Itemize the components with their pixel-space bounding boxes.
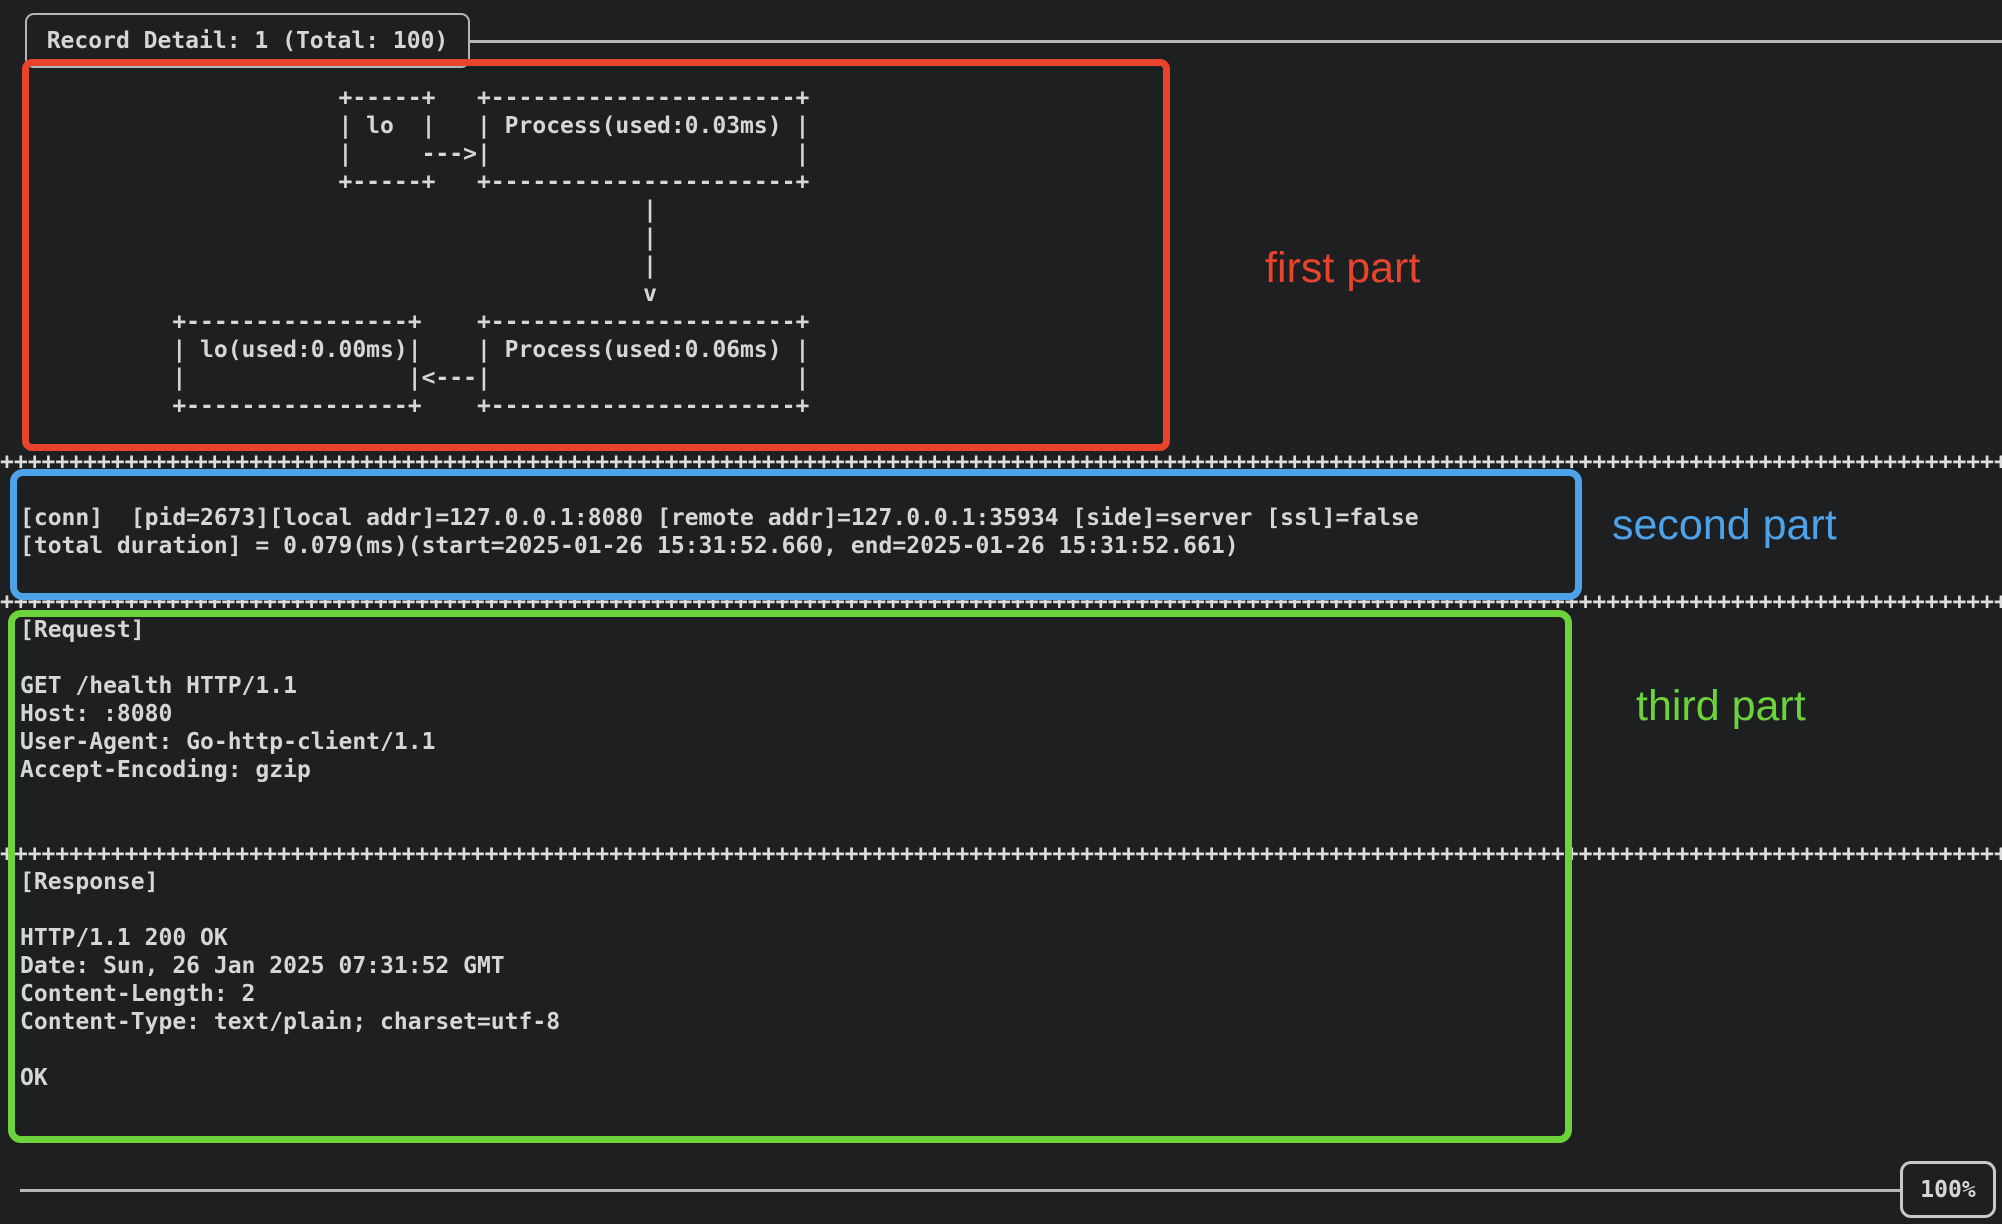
third-part-annotation-box xyxy=(8,610,1572,1143)
connection-summary: [conn] [pid=2673][local addr]=127.0.0.1:… xyxy=(20,505,1419,559)
panel-bottom-border xyxy=(20,1189,1900,1192)
connection-flow-diagram: +-----+ +----------------------+ | lo | … xyxy=(172,85,810,419)
section-separator-3: ++++++++++++++++++++++++++++++++++++++++… xyxy=(0,840,2002,868)
first-part-annotation-box xyxy=(22,59,1170,451)
separator-plus-row: ++++++++++++++++++++++++++++++++++++++++… xyxy=(0,841,2002,867)
request-section: [Request] GET /health HTTP/1.1 Host: :80… xyxy=(20,617,436,783)
second-part-label: second part xyxy=(1612,501,1837,549)
second-part-annotation-box xyxy=(10,469,1582,600)
record-detail-title-box: Record Detail: 1 (Total: 100) xyxy=(25,13,470,68)
panel-top-border xyxy=(468,40,2002,43)
response-section: [Response] HTTP/1.1 200 OK Date: Sun, 26… xyxy=(20,869,561,1091)
zoom-level-value: 100% xyxy=(1920,1176,1976,1203)
first-part-label: first part xyxy=(1265,244,1421,292)
third-part-label: third part xyxy=(1636,682,1806,730)
record-detail-title: Record Detail: 1 (Total: 100) xyxy=(46,27,449,54)
zoom-level-badge: 100% xyxy=(1900,1161,1996,1218)
